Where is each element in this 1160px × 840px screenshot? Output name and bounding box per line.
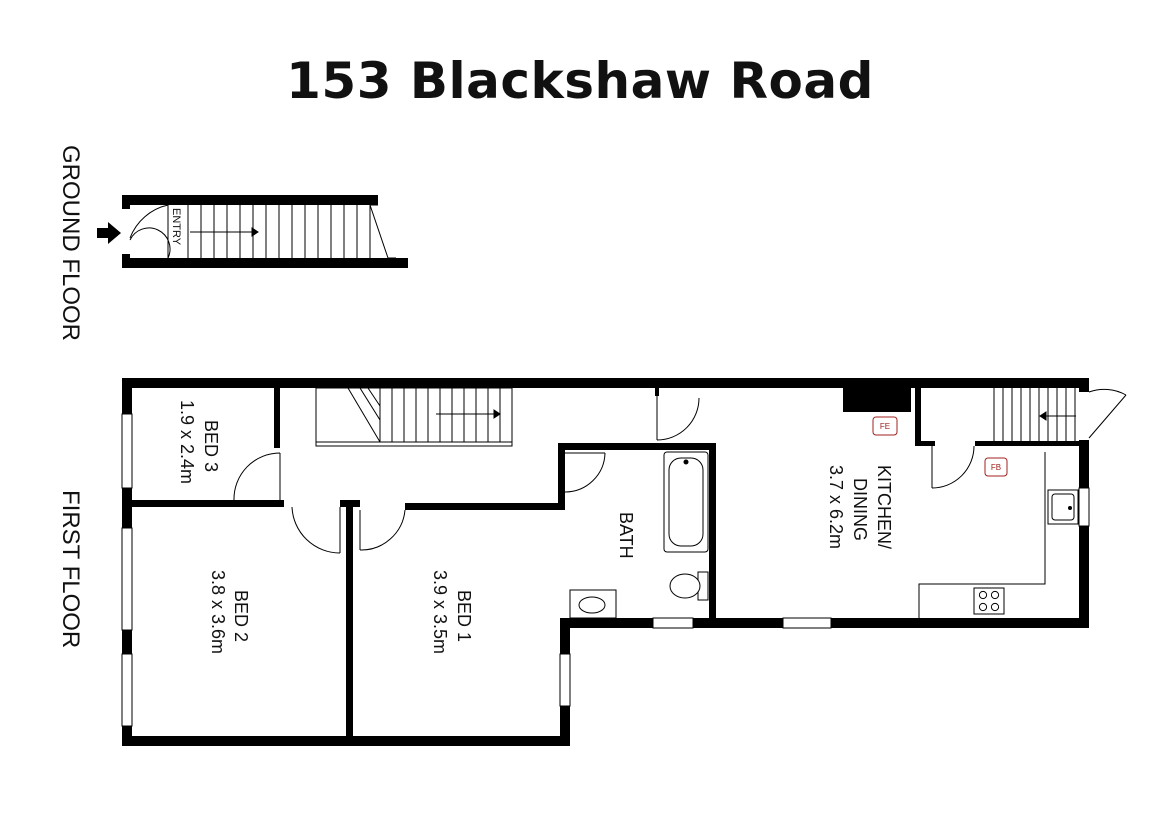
bathtub-icon [663,451,709,553]
toilet-icon [669,571,709,601]
entry-door [129,204,171,259]
ground-floor-label: GROUND FLOOR [57,145,84,341]
first-floor-label: FIRST FLOOR [57,490,84,648]
ground-stairs [187,204,396,259]
sink-icon [1047,489,1079,525]
first-floor-plan: FIRST FLOOR [57,378,1127,746]
first-floor-external-walls [122,378,1089,746]
ground-floor-plan: GROUND FLOOR ENTRY [57,145,408,341]
kitchen-fixtures [918,452,1079,618]
bed1-size: 3.9 x 3.5m [430,570,450,654]
fire-equipment-tags: FE FB [872,416,1008,477]
stove-icon [973,587,1005,615]
bed1-name: BED 1 [454,590,474,642]
bed2-size: 3.8 x 3.6m [208,570,228,654]
kitchen-name-line2: DINING [850,478,870,541]
bath-label: BATH [616,512,636,559]
bed3-name: BED 3 [201,420,221,472]
back-door-opening [1079,392,1089,440]
kitchen-name-line1: KITCHEN/ [874,465,894,549]
bath-fixtures [569,451,709,619]
fe-tag-label: FE [880,422,890,431]
room-labels: BED 3 1.9 x 2.4m BED 2 3.8 x 3.6m BED 1 … [177,400,894,654]
entry-label: ENTRY [170,208,182,246]
windows [121,413,1090,727]
doors [233,388,1127,554]
bed3-size: 1.9 x 2.4m [177,400,197,484]
page-title: 153 Blackshaw Road [286,52,874,110]
entry-arrow-icon [97,222,121,244]
fb-tag-label: FB [991,463,1001,472]
bed2-name: BED 2 [231,590,251,642]
kitchen-size: 3.7 x 6.2m [826,465,846,549]
ground-floor-walls [122,195,408,268]
first-floor-internal-walls [132,386,1079,738]
back-stairs [993,388,1076,441]
first-floor-stairs [315,387,513,447]
basin-icon [569,589,617,619]
